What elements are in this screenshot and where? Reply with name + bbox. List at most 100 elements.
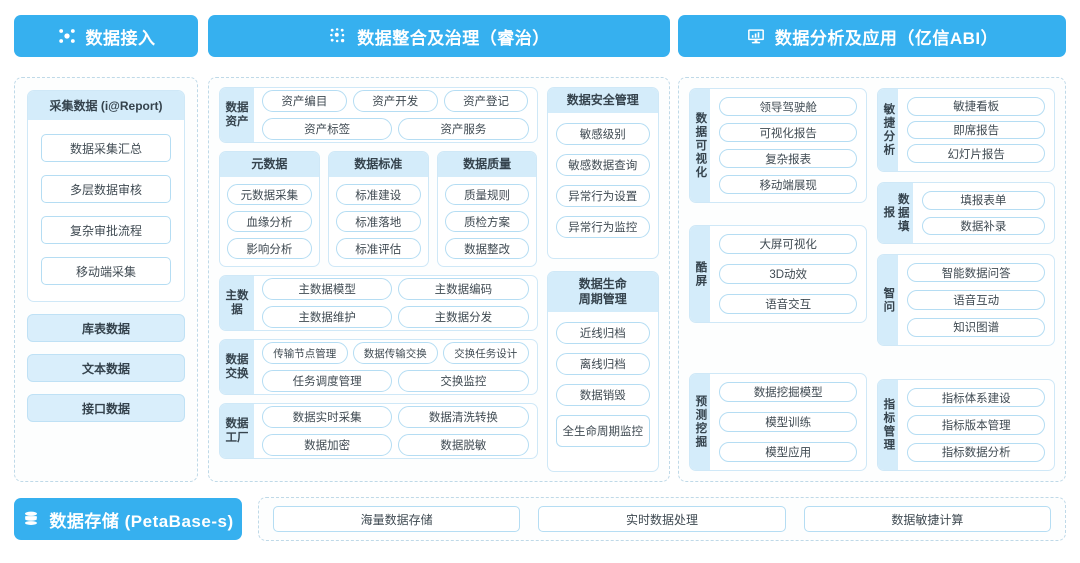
group-item[interactable]: 标准评估: [335, 238, 421, 259]
group-item[interactable]: 知识图谱: [907, 317, 1045, 337]
analytics-header[interactable]: 数据分析及应用（亿信ABI）: [678, 15, 1066, 57]
master-item[interactable]: 主数据维护: [262, 306, 393, 328]
lifecycle-item[interactable]: 近线归档: [555, 322, 650, 344]
security-item[interactable]: 异常行为设置: [555, 185, 650, 207]
ingest-header[interactable]: 数据接入: [14, 15, 198, 57]
lifecycle-item[interactable]: 数据销毁: [555, 384, 650, 406]
group-item[interactable]: 数据补录: [921, 216, 1045, 235]
acquisition-item[interactable]: 数据采集汇总: [41, 134, 171, 162]
group-item[interactable]: 可视化报告: [719, 123, 857, 142]
group-item[interactable]: 标准建设: [335, 184, 421, 205]
storage-item[interactable]: 数据敏捷计算: [803, 506, 1051, 532]
data-exchange-label: 数据交换: [220, 340, 254, 394]
group-item[interactable]: 移动端展现: [719, 175, 857, 194]
asset-item[interactable]: 资产开发: [352, 90, 438, 112]
data-factory-label: 数据工厂: [220, 404, 254, 458]
storage-header[interactable]: 数据存储 (PetaBase-s): [14, 498, 242, 540]
group-caption: 数据标准: [328, 152, 428, 177]
card-data-exchange: 数据交换 传输节点管理 数据传输交换 交换任务设计 任务调度管理 交换监控: [219, 339, 538, 395]
data-mesh-icon: [328, 26, 348, 46]
group-item[interactable]: 大屏可视化: [719, 234, 857, 254]
trio-groups: 元数据 元数据采集 血缘分析 影响分析 数据标准 标准建设 标准落地: [219, 151, 538, 267]
asset-item[interactable]: 资产登记: [443, 90, 529, 112]
group-item[interactable]: 模型应用: [719, 442, 857, 462]
acquisition-item[interactable]: 移动端采集: [41, 257, 171, 285]
factory-item[interactable]: 数据清洗转换: [398, 406, 529, 428]
factory-item[interactable]: 数据脱敏: [398, 434, 529, 456]
source-item[interactable]: 接口数据: [27, 394, 185, 422]
group-label: 数据可视化: [690, 89, 711, 202]
group-item[interactable]: 填报表单: [921, 191, 1045, 210]
group-label: 预测挖掘: [690, 374, 711, 470]
group-item[interactable]: 智能数据问答: [907, 263, 1045, 283]
exchange-item[interactable]: 传输节点管理: [262, 342, 348, 364]
lifecycle-caption: 数据生命 周期管理: [547, 272, 658, 312]
group-item[interactable]: 质检方案: [444, 211, 530, 232]
factory-item[interactable]: 数据加密: [262, 434, 393, 456]
factory-item[interactable]: 数据实时采集: [262, 406, 393, 428]
group-item[interactable]: 复杂报表: [719, 149, 857, 168]
exchange-item[interactable]: 交换任务设计: [443, 342, 529, 364]
analytics-title: 数据分析及应用（亿信ABI）: [774, 28, 999, 48]
group-data-quality: 数据质量 质量规则 质检方案 数据整改: [436, 151, 538, 267]
ingest-title: 数据接入: [85, 28, 156, 48]
group-item[interactable]: 幻灯片报告: [907, 144, 1045, 164]
group-item[interactable]: 数据挖掘模型: [719, 382, 857, 402]
lifecycle-item[interactable]: 全生命周期监控: [555, 415, 650, 447]
security-item[interactable]: 敏感级别: [555, 123, 650, 145]
group-item[interactable]: 语音交互: [719, 294, 857, 314]
card-data-security: 数据安全管理 敏感级别 敏感数据查询 异常行为设置 异常行为监控: [546, 87, 659, 259]
analytics-panel: 数据可视化 领导驾驶舱 可视化报告 复杂报表 移动端展现 酷屏: [678, 77, 1066, 482]
source-item[interactable]: 库表数据: [27, 314, 185, 342]
network-nodes-icon: [57, 26, 77, 46]
card-data-asset: 数据资产 资产编目 资产开发 资产登记 资产标签 资产服务: [219, 87, 538, 143]
security-item[interactable]: 异常行为监控: [555, 216, 650, 238]
acquisition-card: 采集数据 (i@Report) 数据采集汇总 多层数据审核 复杂审批流程 移动端…: [27, 90, 185, 302]
acquisition-items: 数据采集汇总 多层数据审核 复杂审批流程 移动端采集: [28, 120, 184, 301]
master-item[interactable]: 主数据编码: [398, 278, 529, 300]
acquisition-item[interactable]: 多层数据审核: [41, 175, 171, 203]
group-item[interactable]: 质量规则: [444, 184, 530, 205]
group-item[interactable]: 元数据采集: [227, 184, 312, 205]
lifecycle-item[interactable]: 离线归档: [555, 353, 650, 375]
group-item[interactable]: 数据整改: [444, 238, 530, 259]
source-item[interactable]: 文本数据: [27, 354, 185, 382]
group-item[interactable]: 敏捷看板: [907, 97, 1045, 116]
data-asset-label: 数据资产: [220, 88, 254, 142]
group-item[interactable]: 血缘分析: [227, 211, 312, 232]
monitor-chart-icon: [746, 26, 766, 46]
group-smart-qa: 智问 智能数据问答 语音互动 知识图谱: [877, 254, 1055, 346]
group-item[interactable]: 领导驾驶舱: [719, 97, 857, 116]
group-item[interactable]: 即席报告: [907, 120, 1045, 140]
group-metric-management: 指标管理 指标体系建设 指标版本管理 指标数据分析: [877, 379, 1055, 471]
group-item[interactable]: 3D动效: [719, 264, 857, 284]
storage-item[interactable]: 实时数据处理: [538, 506, 786, 532]
group-item[interactable]: 指标版本管理: [907, 415, 1045, 435]
exchange-item[interactable]: 交换监控: [398, 370, 529, 392]
storage-item[interactable]: 海量数据存储: [273, 506, 521, 532]
master-item[interactable]: 主数据模型: [262, 278, 393, 300]
ingest-panel: 采集数据 (i@Report) 数据采集汇总 多层数据审核 复杂审批流程 移动端…: [14, 77, 198, 482]
analytics-left-groups: 数据可视化 领导驾驶舱 可视化报告 复杂报表 移动端展现 酷屏: [689, 88, 867, 471]
group-visualization: 数据可视化 领导驾驶舱 可视化报告 复杂报表 移动端展现: [689, 88, 867, 203]
master-item[interactable]: 主数据分发: [398, 306, 529, 328]
asset-item[interactable]: 资产编目: [262, 90, 347, 112]
exchange-item[interactable]: 数据传输交换: [352, 342, 438, 364]
group-metadata: 元数据 元数据采集 血缘分析 影响分析: [219, 151, 320, 267]
security-item[interactable]: 敏感数据查询: [555, 154, 650, 176]
group-item[interactable]: 标准落地: [335, 211, 421, 232]
group-item[interactable]: 指标体系建设: [907, 388, 1045, 408]
group-item[interactable]: 指标数据分析: [907, 442, 1045, 462]
column-data-analytics: 数据分析及应用（亿信ABI） 数据可视化 领导驾驶舱 可视化报告 复杂报表 移动…: [678, 15, 1066, 482]
acquisition-item[interactable]: 复杂审批流程: [41, 216, 171, 244]
group-label: 智问: [878, 255, 899, 345]
asset-item[interactable]: 资产服务: [398, 118, 529, 140]
exchange-item[interactable]: 任务调度管理: [262, 370, 393, 392]
group-item[interactable]: 影响分析: [227, 238, 312, 259]
group-item[interactable]: 语音互动: [907, 290, 1045, 310]
group-item[interactable]: 模型训练: [719, 412, 857, 432]
asset-item[interactable]: 资产标签: [262, 118, 393, 140]
analytics-right-groups: 敏捷分析 敏捷看板 即席报告 幻灯片报告 数据填报 填报表单: [877, 88, 1055, 471]
governance-header[interactable]: 数据整合及治理（睿治）: [208, 15, 670, 57]
